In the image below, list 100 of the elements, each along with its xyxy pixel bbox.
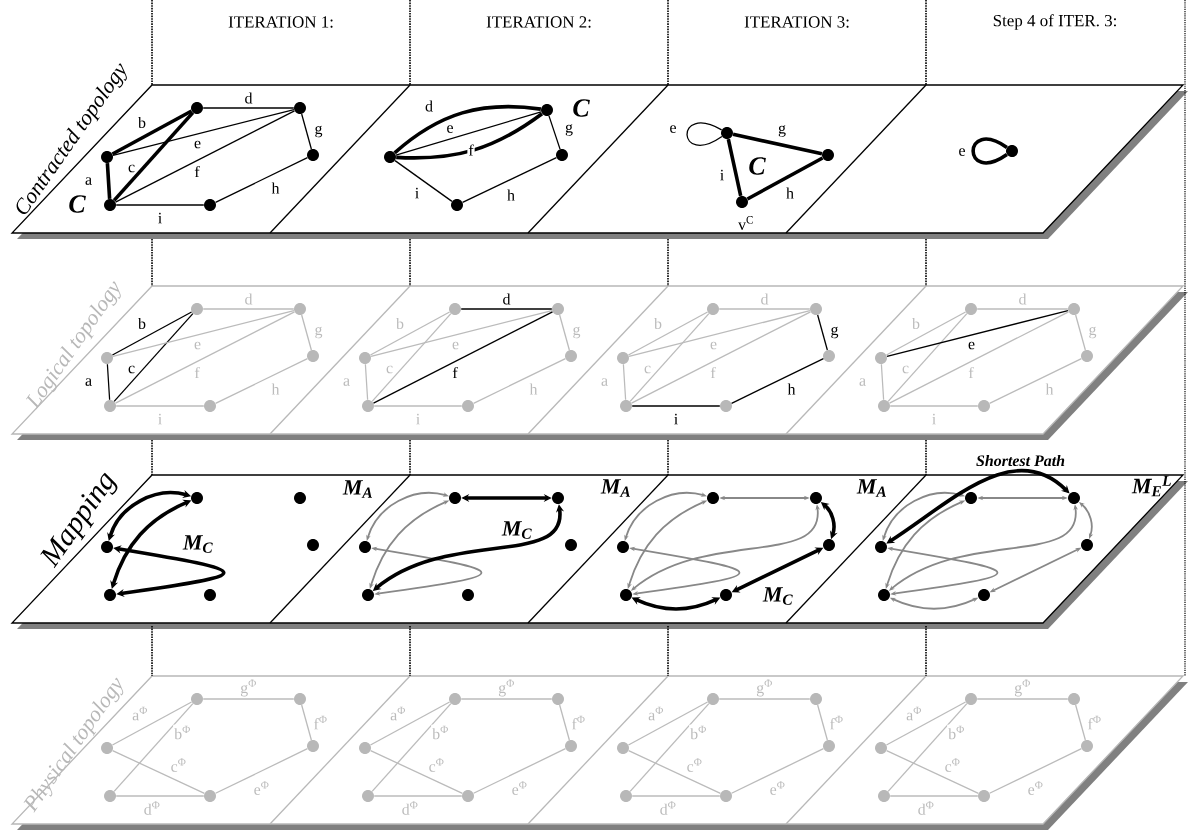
graph-edge bbox=[301, 314, 312, 351]
graph-edge bbox=[629, 702, 710, 793]
edge-label: i bbox=[930, 412, 938, 426]
graph-edge bbox=[628, 309, 811, 358]
edge-label: g$^{Φ}$ bbox=[1013, 678, 1032, 698]
edge-label: f bbox=[193, 164, 201, 179]
graph-edge bbox=[364, 363, 369, 401]
edge-label: h bbox=[270, 382, 281, 396]
edge-label: b bbox=[137, 316, 147, 331]
graph-edge bbox=[115, 795, 205, 797]
edge-label: f bbox=[451, 365, 459, 380]
graph-edge bbox=[622, 363, 627, 401]
graph-edge bbox=[732, 132, 823, 156]
graph-edge bbox=[559, 704, 570, 741]
edge-label: f bbox=[709, 365, 717, 380]
edge-label: g bbox=[829, 325, 840, 340]
graph-edge bbox=[730, 748, 825, 794]
graph-edge bbox=[371, 312, 452, 403]
graph-edge bbox=[628, 749, 722, 795]
graph-edge bbox=[889, 795, 979, 797]
vertex-label: v$^{C}$ bbox=[738, 216, 753, 230]
edge-label: e bbox=[445, 124, 455, 134]
graph-edge bbox=[1075, 704, 1086, 741]
edge-label: a bbox=[341, 377, 352, 387]
graph-edge bbox=[214, 748, 309, 794]
edge-label: e bbox=[192, 139, 203, 150]
graph-edge bbox=[472, 748, 567, 794]
edge-label: f bbox=[967, 365, 975, 380]
graph-edge bbox=[112, 108, 295, 157]
column-heading: ITERATION 2: bbox=[486, 16, 591, 28]
edge-label: i bbox=[413, 186, 421, 200]
set-label: M$_{A}$ bbox=[856, 479, 886, 497]
edge-label: b bbox=[395, 316, 405, 331]
graph-edge bbox=[976, 308, 1069, 310]
edge-label: g bbox=[313, 325, 324, 340]
edge-label: i bbox=[414, 412, 422, 426]
graph-edge bbox=[631, 795, 721, 797]
graph-edge bbox=[631, 405, 721, 407]
edge-label: e bbox=[966, 340, 977, 351]
graph-edge bbox=[461, 157, 558, 203]
graph-edge bbox=[885, 749, 980, 795]
edge-label: h bbox=[1044, 382, 1055, 396]
mapping-arrow bbox=[886, 468, 1070, 544]
graph-edge bbox=[472, 358, 567, 404]
edge-label: e bbox=[957, 147, 967, 157]
edge-label: b bbox=[653, 316, 663, 331]
edge-label: g bbox=[777, 124, 787, 138]
graph-edge bbox=[202, 107, 295, 109]
edge-label: d bbox=[759, 292, 770, 306]
cluster-label: C bbox=[749, 157, 766, 175]
graph-edge bbox=[886, 309, 1069, 358]
edge-label: d bbox=[243, 292, 254, 306]
graph-edge bbox=[393, 104, 542, 155]
edge-label: a bbox=[83, 176, 94, 186]
graph-edge bbox=[627, 311, 709, 356]
edge-label: h bbox=[528, 382, 539, 396]
graph-edge bbox=[301, 704, 312, 741]
edge-label: g$^{Φ}$ bbox=[755, 678, 774, 698]
graph-edge bbox=[887, 312, 968, 403]
graph-edge bbox=[112, 309, 295, 358]
set-label: M$_{E}$L bbox=[1131, 475, 1171, 497]
edge-label: g bbox=[313, 124, 324, 139]
edge-label: h bbox=[785, 186, 795, 200]
graph-edge bbox=[373, 405, 463, 407]
graph-edge bbox=[718, 308, 811, 310]
edge-label: f bbox=[193, 365, 201, 380]
graph-edge bbox=[202, 698, 295, 700]
graph-edge bbox=[726, 138, 743, 197]
graph-edge bbox=[114, 311, 296, 404]
graph-edge bbox=[629, 312, 710, 403]
edge-label: c bbox=[384, 364, 395, 375]
edge-label: h bbox=[506, 188, 516, 202]
column-heading: Step 4 of ITER. 3: bbox=[993, 14, 1116, 30]
graph-edge bbox=[880, 363, 885, 401]
graph-edge bbox=[370, 749, 464, 795]
edge-label: i bbox=[672, 412, 680, 426]
graph-edge bbox=[730, 358, 825, 404]
graph-edge bbox=[114, 110, 296, 203]
edge-label: a bbox=[857, 377, 868, 387]
graph-edge bbox=[394, 159, 453, 203]
graph-edge bbox=[976, 698, 1069, 700]
graph-edge bbox=[214, 358, 309, 404]
edge-label: c bbox=[126, 163, 137, 174]
graph-edge bbox=[460, 308, 553, 310]
set-label: M$_{C}$ bbox=[501, 521, 532, 539]
edge-label: e bbox=[450, 340, 461, 351]
graph-edge bbox=[686, 122, 723, 146]
graph-edge bbox=[106, 363, 111, 401]
edge-label: c bbox=[126, 364, 137, 375]
edge-label: h bbox=[786, 382, 797, 396]
graph-edge bbox=[630, 311, 812, 404]
graph-edge bbox=[105, 163, 112, 199]
edge-label: d bbox=[424, 99, 434, 113]
edge-label: i bbox=[156, 211, 164, 225]
edge-label: g bbox=[564, 123, 574, 137]
graph-edge bbox=[548, 115, 561, 150]
graph-edge bbox=[460, 698, 553, 700]
edge-label: Shortest Path bbox=[975, 453, 1066, 468]
graph-edge bbox=[301, 113, 312, 150]
cluster-label: C bbox=[573, 99, 590, 117]
